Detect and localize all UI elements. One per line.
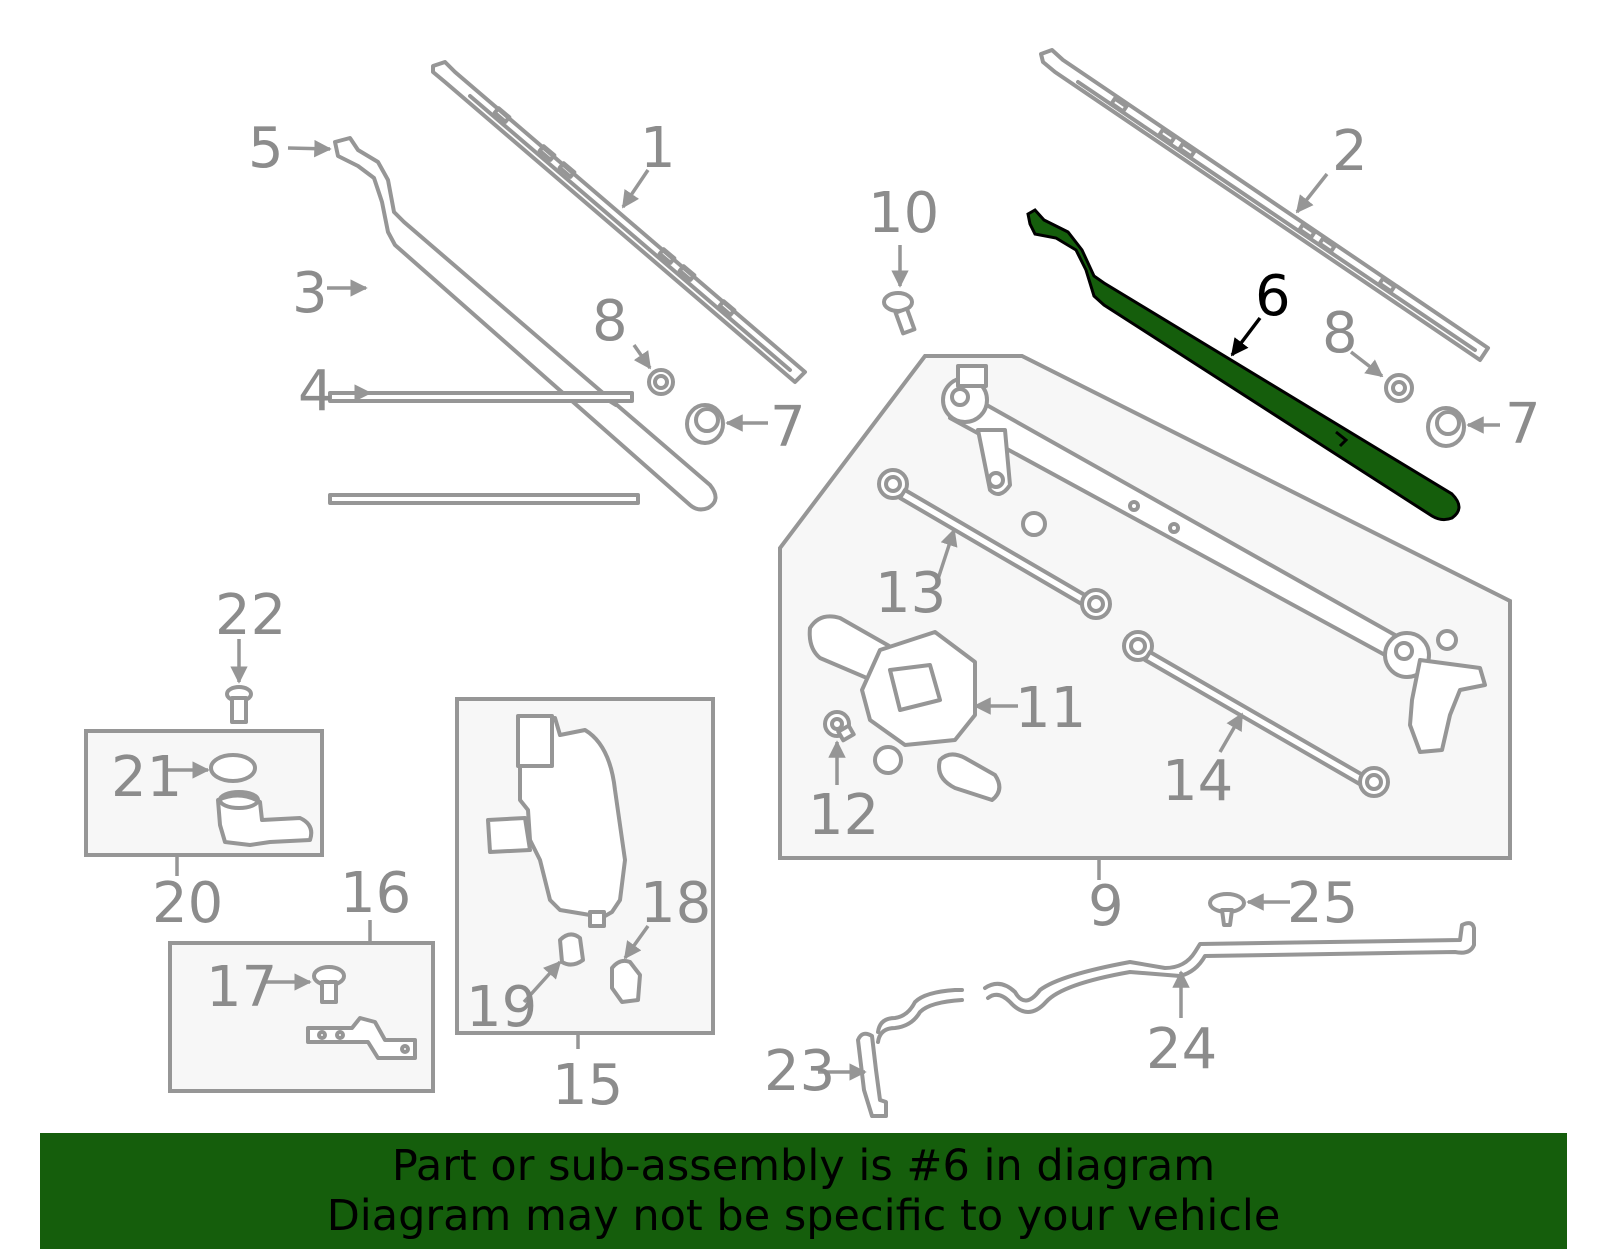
callout-5: 5 xyxy=(248,116,284,181)
part-16-bracket xyxy=(306,1016,417,1060)
part-23-hose-elbow xyxy=(856,1031,888,1118)
callout-6: 6 xyxy=(1255,264,1291,329)
part-19-grommet xyxy=(558,932,585,967)
part-25-clip xyxy=(1208,892,1246,927)
part-11-wiper-motor xyxy=(807,614,1002,802)
callout-24: 24 xyxy=(1146,1017,1217,1082)
callout-22: 22 xyxy=(215,583,286,648)
part-22-bolt xyxy=(225,685,253,724)
callout-8-left: 8 xyxy=(592,289,628,354)
part-3-wiper-arm xyxy=(333,136,718,512)
part-20-washer-pump xyxy=(216,790,314,847)
callout-10: 10 xyxy=(868,181,939,246)
callout-16: 16 xyxy=(340,861,411,926)
part-8-nut-right xyxy=(1384,373,1414,403)
callout-13: 13 xyxy=(875,561,946,626)
part-17-bolt xyxy=(312,965,346,1004)
part-21-seal xyxy=(209,753,257,783)
banner-line-1: Part or sub-assembly is #6 in diagram xyxy=(391,1141,1216,1191)
info-banner: Part or sub-assembly is #6 in diagram Di… xyxy=(40,1133,1567,1249)
part-2-wiper-blade xyxy=(1039,48,1490,362)
part-4-rod xyxy=(328,391,640,505)
part-15-washer-reservoir xyxy=(486,714,627,928)
part-6-wiper-arm-highlighted xyxy=(1026,208,1461,522)
banner-line-2: Diagram may not be specific to your vehi… xyxy=(326,1191,1281,1241)
callout-7-right: 7 xyxy=(1505,392,1541,457)
part-10-bolt xyxy=(882,291,917,336)
callout-2: 2 xyxy=(1332,119,1368,184)
callout-7-left: 7 xyxy=(770,395,806,460)
callout-18: 18 xyxy=(640,871,711,936)
part-1-wiper-blade xyxy=(431,60,807,384)
callout-21: 21 xyxy=(111,745,182,810)
callout-20: 20 xyxy=(152,871,223,936)
callout-25: 25 xyxy=(1287,871,1358,936)
part-7-cap-right xyxy=(1426,406,1466,448)
part-8-nut-left xyxy=(647,368,675,396)
leader-lines xyxy=(167,139,1500,1081)
callout-14: 14 xyxy=(1162,749,1233,814)
part-13-link-rod xyxy=(877,468,1112,620)
part-18-cap xyxy=(610,958,642,1004)
callout-11: 11 xyxy=(1015,676,1086,741)
part-7-cap-left xyxy=(685,403,725,445)
callout-17: 17 xyxy=(206,955,277,1020)
callout-9: 9 xyxy=(1088,874,1124,939)
callout-3: 3 xyxy=(292,261,328,326)
callout-19: 19 xyxy=(466,975,537,1040)
part-12-bolt xyxy=(823,710,856,743)
callout-numbers: 1 2 3 4 5 6 7 7 8 8 9 10 11 12 13 14 15 … xyxy=(111,116,1541,1118)
callout-23: 23 xyxy=(764,1039,835,1104)
assembly-box-16 xyxy=(168,941,435,1093)
part-9-linkage-frame xyxy=(941,364,1487,754)
part-14-link-rod xyxy=(1122,630,1390,798)
callout-1: 1 xyxy=(640,116,676,181)
callout-12: 12 xyxy=(808,783,879,848)
callout-4: 4 xyxy=(298,359,334,424)
callout-8-right: 8 xyxy=(1322,301,1358,366)
part-24-washer-hose xyxy=(876,921,1476,1044)
callout-15: 15 xyxy=(552,1053,623,1118)
